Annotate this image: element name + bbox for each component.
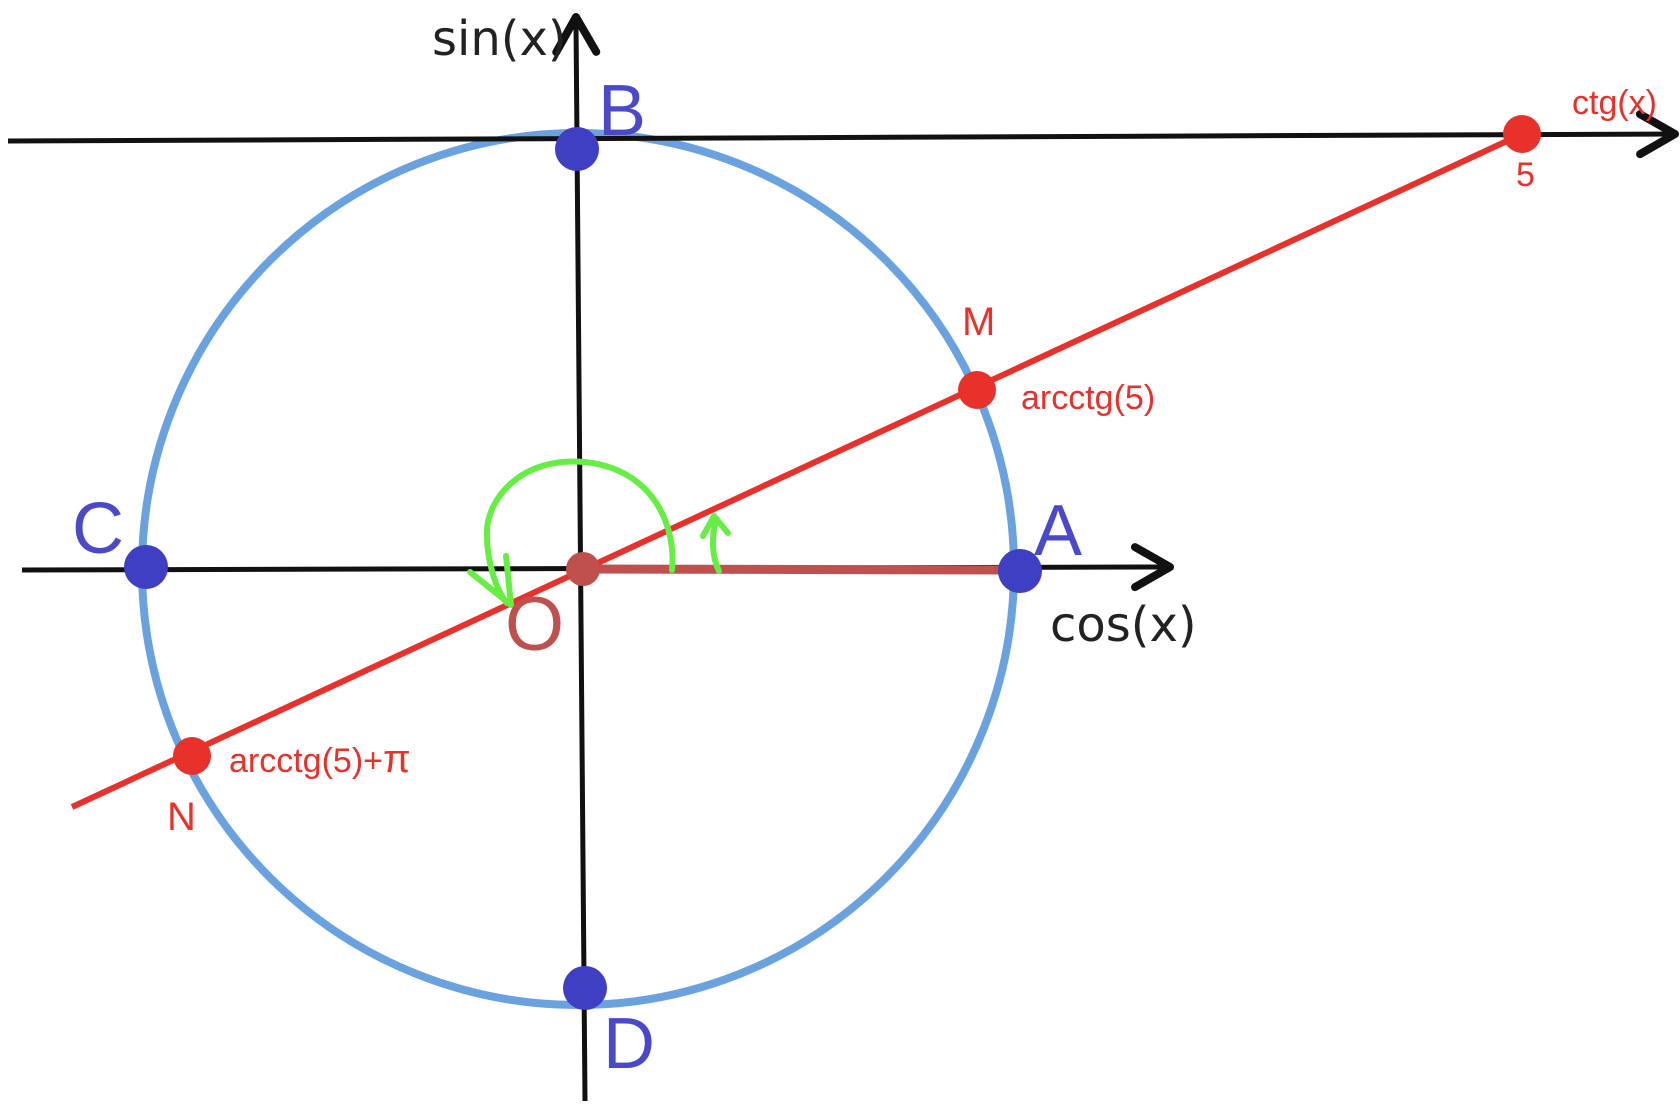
n-value-label: arcctg(5)+π [229,737,411,781]
large-angle-arrowhead [467,553,514,608]
point-a [998,549,1042,593]
label-n: N [167,795,196,839]
cotangent-axis-line [7,110,1679,159]
point-m [958,371,996,409]
n-value-pi: π [383,737,411,781]
ctg-axis-label: ctg(x) [1572,84,1657,122]
large-angle-arc [483,458,676,606]
point-c [124,545,168,589]
point-d [563,966,607,1010]
label-d: D [603,1004,655,1084]
origin-point [566,552,600,586]
ctg-ray-line [70,131,1524,810]
radius-oa [578,564,1025,575]
point-n [173,737,211,775]
ctg-value-label: 5 [1516,156,1535,194]
small-angle-arrow [700,513,731,574]
label-o: O [505,582,564,667]
point-b [555,127,599,171]
label-a: A [1034,491,1082,571]
cos-axis-label: cos(x) [1050,597,1197,653]
point-ctg-5 [1503,115,1541,153]
m-value-label: arcctg(5) [1021,379,1155,417]
label-b: B [598,71,646,151]
label-m: M [962,300,995,344]
n-value-text: arcctg(5)+ [229,742,383,780]
sin-axis-label: sin(x) [432,11,567,67]
label-c: C [72,489,124,569]
